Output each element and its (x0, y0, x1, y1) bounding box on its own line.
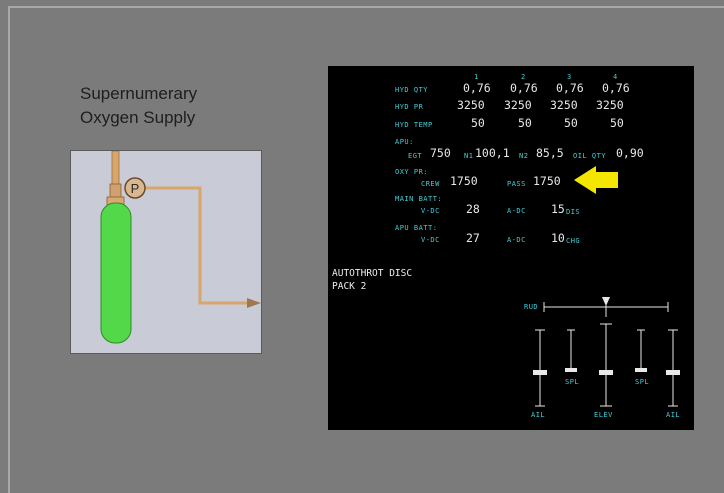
hyd-temp-4: 50 (610, 116, 624, 130)
apu-n2-value: 85,5 (536, 146, 564, 160)
hyd-pr-2: 3250 (504, 98, 532, 112)
apu-n1-value: 100,1 (475, 146, 510, 160)
hyd-pr-4: 3250 (596, 98, 624, 112)
apu-batt-vdc-value: 27 (466, 231, 480, 245)
apu-oil-value: 0,90 (616, 146, 644, 160)
oxygen-supply-diagram: P (70, 150, 262, 354)
main-batt-adc-label: A-DC (507, 207, 526, 215)
pressure-symbol: P (131, 181, 140, 196)
hyd-qty-3: 0,76 (556, 81, 584, 95)
rudder-label: RUD (524, 303, 539, 311)
apu-egt-value: 750 (430, 146, 451, 160)
main-batt-adc-value: 15 (551, 202, 565, 216)
memo-message-1: AUTOTHROT DISC (332, 268, 413, 279)
apu-oil-label: OIL QTY (573, 152, 607, 160)
apu-batt-label: APU BATT: (395, 224, 438, 232)
panel-title-line1: Supernumerary (80, 84, 198, 103)
oxy-crew-value: 1750 (450, 174, 478, 188)
hyd-temp-label: HYD TEMP (395, 121, 433, 129)
hyd-qty-label: HYD QTY (395, 86, 429, 94)
hyd-temp-3: 50 (564, 116, 578, 130)
apu-batt-adc-label: A-DC (507, 236, 526, 244)
oxy-pass-label: PASS (507, 180, 526, 188)
hyd-temp-1: 50 (471, 116, 485, 130)
memo-message-2: PACK 2 (332, 281, 367, 292)
oxy-pass-value: 1750 (533, 174, 561, 188)
main-batt-vdc-value: 28 (466, 202, 480, 216)
engine-number-4: 4 (613, 73, 618, 81)
left-aileron-label: AIL (531, 411, 546, 419)
hyd-qty-4: 0,76 (602, 81, 630, 95)
hyd-temp-2: 50 (518, 116, 532, 130)
right-spoiler-label: SPL (635, 378, 650, 386)
main-batt-adc-suffix: DIS (566, 208, 581, 216)
engine-number-2: 2 (521, 73, 526, 81)
ecam-status-display: 1 2 3 4 HYD QTY 0,76 0,76 0,76 0,76 HYD … (328, 66, 694, 430)
hyd-qty-1: 0,76 (463, 81, 491, 95)
oxygen-bottle-icon (100, 202, 132, 344)
oxygen-system-schematic: P (100, 151, 261, 344)
elevator-label: ELEV (594, 411, 613, 419)
left-spoiler-label: SPL (565, 378, 580, 386)
valve-stem (109, 183, 122, 199)
apu-egt-label: EGT (408, 152, 423, 160)
main-batt-label: MAIN BATT: (395, 195, 443, 203)
apu-batt-vdc-label: V-DC (421, 236, 440, 244)
pressure-gauge-icon (124, 177, 146, 199)
right-aileron-label: AIL (666, 411, 681, 419)
oxy-pr-label: OXY PR: (395, 168, 429, 176)
apu-batt-adc-suffix: CHG (566, 237, 581, 245)
apu-n1-label: N1 (464, 152, 474, 160)
screen-frame (8, 6, 724, 493)
hyd-qty-2: 0,76 (510, 81, 538, 95)
flight-controls-graphic (533, 297, 680, 407)
main-batt-vdc-label: V-DC (421, 207, 440, 215)
hyd-pr-3: 3250 (550, 98, 578, 112)
hyd-pr-1: 3250 (457, 98, 485, 112)
oxy-crew-label: CREW (421, 180, 440, 188)
apu-n2-label: N2 (519, 152, 529, 160)
supply-pipe-top (111, 151, 120, 188)
apu-label: APU: (395, 138, 414, 146)
engine-number-1: 1 (474, 73, 479, 81)
apu-batt-adc-value: 10 (551, 231, 565, 245)
panel-title: Supernumerary Oxygen Supply (80, 82, 197, 130)
engine-number-3: 3 (567, 73, 572, 81)
outlet-pipe (131, 186, 247, 305)
outlet-arrow-icon (247, 298, 261, 308)
hyd-pr-label: HYD PR (395, 103, 424, 111)
panel-title-line2: Oxygen Supply (80, 108, 196, 127)
